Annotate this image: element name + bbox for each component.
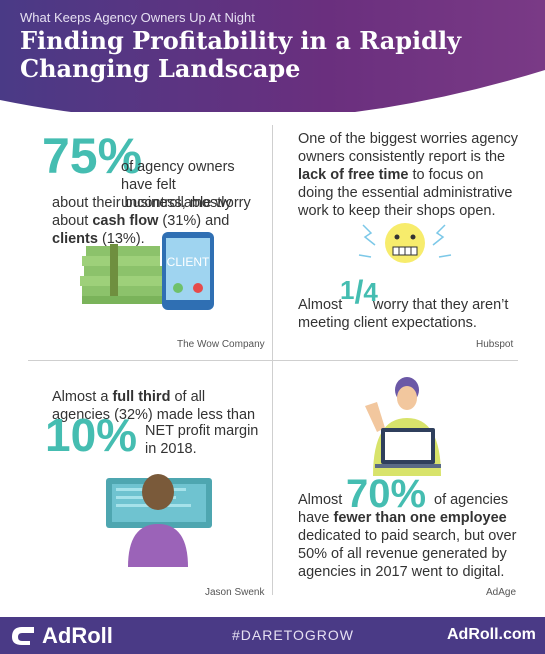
q3-text-pre: Almost a	[52, 389, 113, 405]
q2-text: One of the biggest worries agency owners…	[298, 130, 520, 220]
q2-frac-slash: /	[354, 274, 364, 310]
phone-label: CLIENT	[167, 255, 210, 269]
q1-line2-pre: about their business, mostly about	[52, 195, 232, 229]
money-stack-icon	[80, 244, 166, 304]
footer-url-link[interactable]: AdRoll.com	[447, 626, 536, 643]
adroll-logo[interactable]: AdRoll	[10, 623, 113, 649]
q1-line1: of agency owners have felt uncontrollabl…	[121, 159, 251, 211]
stressed-emoji-icon	[358, 223, 452, 263]
q4-of: of agencies	[434, 492, 509, 508]
adroll-mark-icon	[12, 627, 34, 645]
q3-text2: NET profit margin in 2018.	[145, 423, 259, 457]
q1-end: (13%).	[97, 231, 145, 247]
q1-stat: 75%	[42, 128, 143, 184]
person-with-laptop-icon	[365, 377, 441, 476]
q2-frac-den: 4	[363, 277, 378, 307]
q1-line2: about their business, mostly about cash …	[52, 194, 267, 248]
q4-source: AdAge	[486, 587, 517, 598]
page-title: Finding Profitability in a Rapidly Chang…	[20, 26, 462, 83]
q1-bold-cash: cash flow	[92, 213, 159, 229]
q3-text-post: of all agencies (32%) made less than	[52, 389, 256, 423]
footer-brand: AdRoll	[42, 623, 113, 648]
q3-text: Almost a full third of all agencies (32%…	[52, 388, 267, 424]
q4-bold: fewer than one employee	[333, 510, 507, 526]
q2-text-pre: One of the biggest worries agency owners…	[298, 131, 519, 165]
q4-stat: 70%	[346, 472, 427, 516]
footer-hashtag: #DARETOGROW	[232, 627, 354, 643]
q2-frac-num: 1	[340, 275, 355, 305]
q2-text-post: to focus on doing the essential administ…	[298, 167, 513, 219]
q2-almost: Almost	[298, 297, 343, 313]
header-kicker: What Keeps Agency Owners Up At Night	[20, 10, 255, 25]
q3-stat: 10%	[45, 409, 138, 461]
header-curve	[0, 70, 545, 130]
footer-bar: AdRoll #DARETOGROW AdRoll.com	[0, 617, 545, 654]
q4-almost: Almost	[298, 492, 343, 508]
header-banner: What Keeps Agency Owners Up At Night Fin…	[0, 0, 545, 112]
q2-bold: lack of free time	[298, 167, 409, 183]
q2-source: Hubspot	[476, 339, 514, 350]
q3-bold: full third	[112, 389, 171, 405]
q1-bold-clients: clients	[52, 231, 98, 247]
q2-text2-a: worry that they aren’t	[373, 297, 509, 313]
horizontal-divider	[28, 360, 518, 361]
person-at-computer-icon	[106, 474, 212, 567]
q4-text2: have fewer than one employee dedicated t…	[298, 509, 523, 581]
q3-source: Jason Swenk	[205, 587, 265, 598]
q1-mid: (31%) and	[158, 213, 230, 229]
q2-fraction: 1/4	[340, 270, 378, 312]
q2-text2-b: meeting client expectations.	[298, 315, 477, 331]
phone-icon: CLIENT	[162, 232, 214, 310]
q4-rest: dedicated to paid search, but over 50% o…	[298, 528, 517, 580]
q1-source: The Wow Company	[177, 339, 265, 350]
q4-have: have	[298, 510, 334, 526]
